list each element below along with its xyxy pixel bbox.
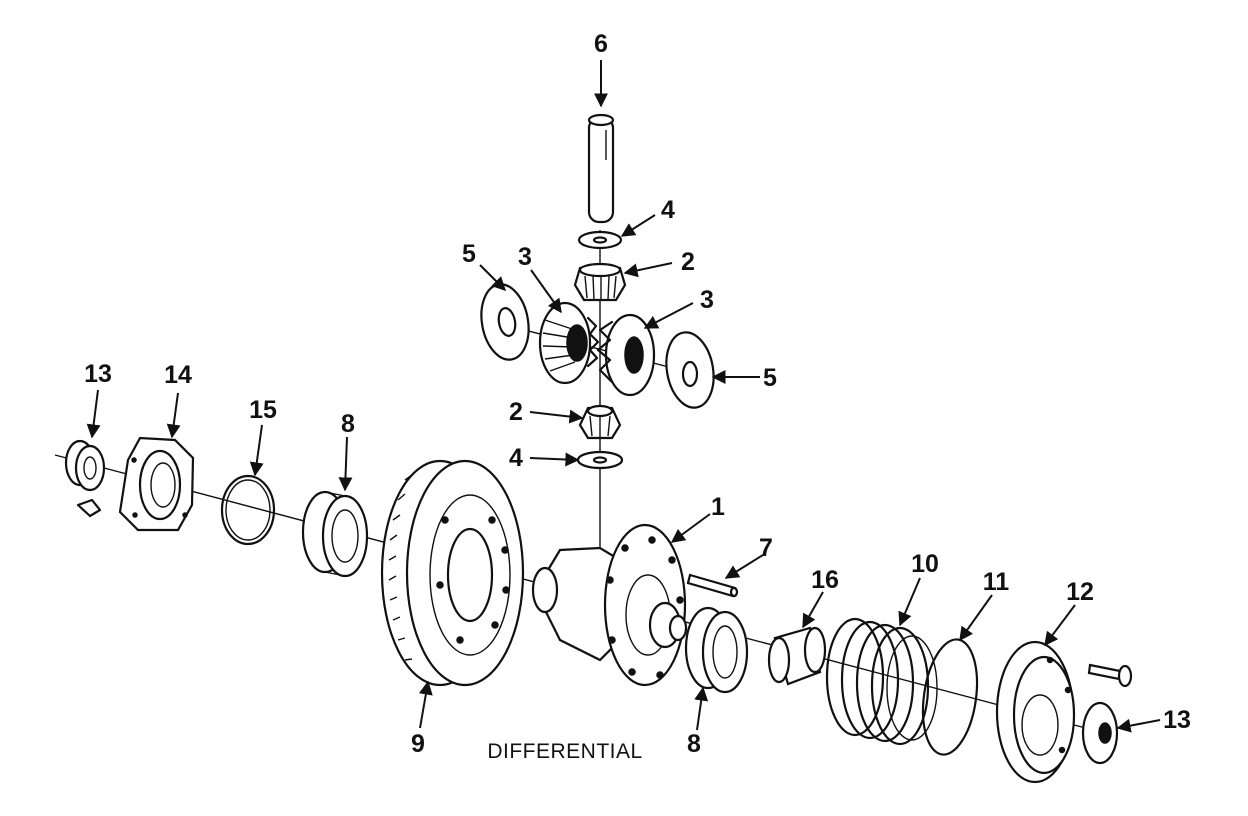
bolt (1087, 663, 1133, 688)
callout-1: 1 (711, 493, 725, 521)
callout-5-right: 5 (763, 364, 777, 392)
pinion-gear-upper (573, 262, 627, 302)
side-gear-right (596, 313, 656, 397)
pinion-shaft (587, 113, 615, 224)
callout-14: 14 (164, 361, 192, 389)
diagram-caption: DIFFERENTIAL (487, 740, 642, 763)
callout-8-right: 8 (687, 730, 701, 758)
shim-pack (825, 617, 938, 746)
callout-13-left: 13 (84, 360, 112, 388)
o-ring (921, 638, 979, 756)
callout-15: 15 (249, 396, 277, 424)
differential-case (531, 523, 688, 687)
oil-seal-right (1081, 701, 1119, 765)
callout-4-upper: 4 (661, 196, 675, 224)
callout-4-lower: 4 (509, 444, 523, 472)
callout-2-lower: 2 (509, 398, 523, 426)
callout-13-right: 13 (1163, 706, 1191, 734)
callout-5-left: 5 (462, 240, 476, 268)
leader-lines (86, 60, 1161, 733)
callout-10: 10 (911, 550, 939, 578)
callout-11: 11 (983, 568, 1010, 596)
callout-6: 6 (594, 30, 608, 58)
snap-ring (220, 474, 276, 546)
callout-3-left: 3 (518, 243, 532, 271)
bearing-retainer (118, 436, 195, 532)
side-gear-left (538, 301, 600, 385)
oil-seal-left (64, 439, 106, 518)
bearing-right (684, 606, 749, 694)
side-thrust-washer-left (480, 283, 530, 361)
side-cover (995, 640, 1076, 784)
callout-7: 7 (759, 534, 773, 562)
side-thrust-washer-right (665, 331, 715, 409)
thrust-washer-upper (577, 230, 623, 250)
callout-3-right: 3 (700, 286, 714, 314)
callout-9: 9 (411, 730, 425, 758)
pinion-gear-lower (578, 404, 622, 440)
callout-16: 16 (811, 566, 839, 594)
ring-gear (380, 459, 525, 687)
callout-2-upper: 2 (681, 248, 695, 276)
sleeve (767, 626, 827, 686)
callout-8-left: 8 (341, 410, 355, 438)
callout-12: 12 (1066, 578, 1094, 606)
bearing-left (301, 490, 369, 578)
thrust-washer-lower (576, 450, 624, 470)
lock-pin (686, 573, 739, 598)
